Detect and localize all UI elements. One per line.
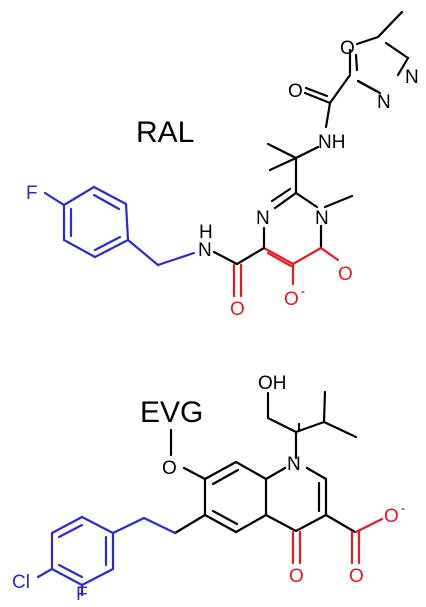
ral-atom-carbonyl-o: O bbox=[230, 299, 245, 320]
ral-carboxamide-red-bonds bbox=[232, 263, 243, 298]
ral-atom-pyrimidine-n3: N bbox=[256, 208, 270, 229]
ral-atom-nh-n: N bbox=[198, 240, 212, 261]
ral-fluorobenzyl-bonds bbox=[43, 185, 196, 267]
evg-atom-acid-o-double: O bbox=[349, 566, 364, 587]
ral-oxadiazole-bonds bbox=[348, 10, 410, 95]
evg-atom-quinolone-n: N bbox=[287, 454, 301, 475]
evg-atom-acid-o-single: O bbox=[384, 506, 399, 527]
evg-atom-keto-o: O bbox=[289, 566, 304, 587]
ral-atom-oxide-o: O bbox=[284, 289, 299, 310]
evg-title: EVG bbox=[140, 396, 203, 429]
evg-atom-methoxy-o: O bbox=[162, 458, 177, 479]
ral-oxide-charge: - bbox=[301, 284, 305, 298]
ral-atom-nh-h: H bbox=[199, 222, 213, 243]
evg-red-bonds bbox=[291, 517, 384, 565]
ral-pyrimidine-bonds bbox=[262, 187, 354, 250]
evg-acid-charge: - bbox=[401, 501, 405, 515]
ral-structure: RAL O N N O NH bbox=[26, 10, 419, 320]
evg-quinolone-bonds bbox=[169, 428, 357, 535]
ral-amide-bonds bbox=[294, 73, 352, 160]
ral-atom-amide-nh: NH bbox=[318, 132, 345, 153]
ral-atom-pyrimidine-n1: N bbox=[315, 208, 329, 229]
ral-atom-ring-n2: N bbox=[377, 92, 391, 113]
ral-atom-fluorine: F bbox=[26, 183, 38, 204]
evg-structure: EVG OH bbox=[12, 373, 405, 605]
ral-carboxamide-bonds bbox=[212, 246, 266, 266]
ral-atom-keto-o: O bbox=[338, 264, 353, 285]
ral-title: RAL bbox=[136, 116, 194, 149]
ral-quaternary-carbon-bonds bbox=[266, 142, 298, 195]
evg-side-chain-bonds bbox=[266, 390, 358, 460]
ral-pyrimidine-red-bonds bbox=[262, 246, 340, 286]
evg-atom-chlorine: Cl bbox=[12, 572, 30, 593]
ral-atom-ring-o: O bbox=[340, 38, 355, 59]
evg-atom-hydroxyl: OH bbox=[258, 373, 287, 394]
evg-chlorofluorophenyl-bonds bbox=[36, 515, 177, 597]
evg-atom-fluorine: F bbox=[76, 584, 88, 602]
ral-atom-amide-o: O bbox=[288, 81, 303, 102]
ral-atom-ring-n1: N bbox=[405, 67, 419, 88]
